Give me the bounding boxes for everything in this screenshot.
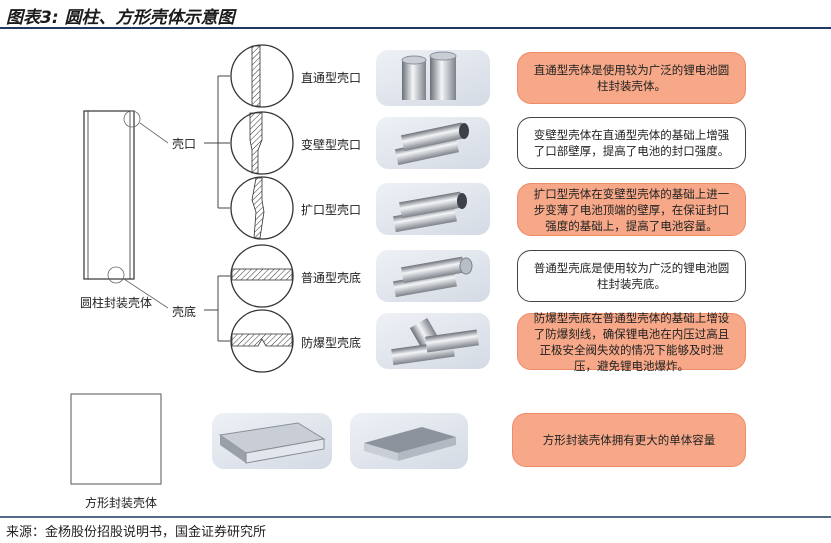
prism-desc-box: 方形封装壳体拥有更大的单体容量 (512, 413, 746, 467)
explosion-proof-bottom-detail (230, 309, 294, 373)
figure-title: 图表3: 圆柱、方形壳体示意图 (6, 8, 235, 28)
bottom-bracket (204, 275, 230, 342)
desc-box: 普通型壳底是使用较为广泛的锂电池圆柱封装壳底。 (517, 250, 746, 302)
row-label: 防爆型壳底 (301, 336, 362, 350)
flared-mouth-detail (230, 176, 294, 240)
desc-box: 防爆型壳底在普通型壳体的基础上增设了防爆刻线，确保锂电池在内压过高且正极安全阀失… (517, 311, 746, 373)
bottom-detail-marker (107, 266, 125, 284)
prism-shell-photo-1 (212, 413, 332, 469)
desc-text: 方形封装壳体拥有更大的单体容量 (542, 433, 716, 447)
explosion-proof-bottom-photo (376, 313, 490, 369)
desc-box: 直通型壳体是使用较为广泛的锂电池圆柱封装壳体。 (517, 52, 746, 104)
desc-text: 直通型壳体是使用较为广泛的锂电池圆柱封装壳体。 (533, 63, 730, 93)
straight-mouth-detail (230, 44, 294, 108)
flared-shell-photo (376, 183, 490, 235)
desc-box: 扩口型壳体在变壁型壳体的基础上进一步变薄了电池顶端的壁厚，在保证封口强度的基础上… (517, 183, 746, 236)
normal-bottom-photo (376, 250, 490, 302)
source-note: 来源：金杨股份招股说明书，国金证券研究所 (6, 525, 267, 540)
prism-shell-photo-2 (350, 413, 468, 469)
mouth-group-label: 壳口 (172, 137, 197, 151)
variable-mouth-detail (230, 111, 294, 175)
desc-box: 变壁型壳体在直通型壳体的基础上增强了口部壁厚，提高了电池的封口强度。 (517, 117, 746, 169)
cylinder-shell-label: 圆柱封装壳体 (80, 296, 153, 310)
straight-shell-photo (376, 50, 490, 106)
desc-text: 普通型壳底是使用较为广泛的锂电池圆柱封装壳底。 (533, 261, 730, 291)
desc-text: 防爆型壳底在普通型壳体的基础上增设了防爆刻线，确保锂电池在内压过高且正极安全阀失… (533, 310, 730, 373)
normal-bottom-detail (230, 244, 294, 308)
bottom-group-label: 壳底 (172, 305, 197, 319)
prism-shell-label: 方形封装壳体 (85, 496, 158, 510)
title-rule (0, 27, 831, 29)
desc-text: 变壁型壳体在直通型壳体的基础上增强了口部壁厚，提高了电池的封口强度。 (533, 128, 730, 158)
row-label: 扩口型壳口 (301, 203, 362, 217)
cylinder-shell-outline (83, 110, 169, 309)
variable-shell-photo (376, 117, 490, 169)
row-label: 普通型壳底 (301, 271, 362, 285)
row-label: 变壁型壳口 (301, 138, 362, 152)
prism-shell-outline (70, 393, 162, 485)
desc-text: 扩口型壳体在变壁型壳体的基础上进一步变薄了电池顶端的壁厚，在保证封口强度的基础上… (533, 186, 730, 233)
row-label: 直通型壳口 (301, 71, 362, 85)
mouth-bracket (204, 75, 230, 209)
mouth-detail-marker (123, 110, 141, 128)
